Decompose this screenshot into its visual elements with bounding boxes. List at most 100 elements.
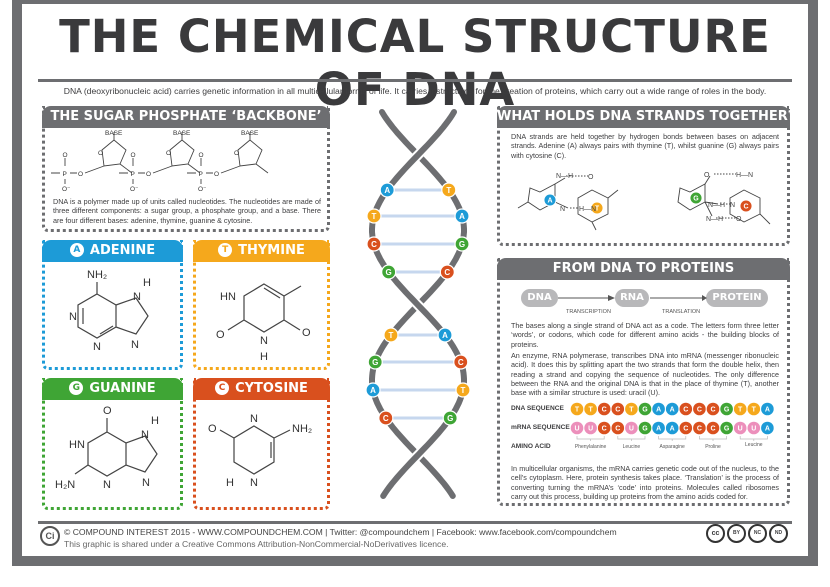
oxygen-atom: O	[63, 152, 68, 159]
atom: N	[730, 202, 735, 209]
base-letter: G	[372, 358, 378, 367]
dna-letter: G	[642, 407, 648, 414]
guanine-title: GUANINE	[89, 381, 156, 396]
dna-base	[611, 402, 625, 416]
pair-a: A	[547, 198, 552, 205]
mrna-letter: C	[697, 426, 702, 433]
mrna-letter: A	[765, 426, 770, 433]
cc-licence-badge[interactable]: cc BY NC ND	[706, 524, 788, 543]
dna-letter: C	[683, 407, 688, 414]
mrna-letter: G	[642, 426, 648, 433]
atom: O	[736, 216, 742, 223]
amino-acid: Asparagine	[660, 444, 686, 450]
dna-letter: C	[615, 407, 620, 414]
footer-licence: This graphic is shared under a Creative …	[64, 539, 449, 549]
atom: N	[142, 477, 150, 489]
sugar-phosphate-bond	[119, 132, 201, 184]
adenine-badge: A	[69, 243, 84, 257]
proteins-panel: FROM DNA TO PROTEINS DNA RNA PROTEIN TRA…	[497, 258, 790, 506]
base-letter: A	[370, 386, 376, 395]
phosphorus-atom: P	[131, 171, 135, 178]
intro-text: DNA (deoxyribonucleic acid) carries gene…	[63, 86, 767, 96]
footer-credits: © COMPOUND INTEREST 2015 - WWW.COMPOUNDC…	[64, 527, 617, 537]
page-title: THE CHEMICAL STRUCTURE OF DNA	[59, 10, 771, 116]
dna-base	[570, 402, 584, 416]
atom: N	[560, 206, 565, 213]
mrna-letter: G	[724, 426, 730, 433]
mrna-letter: U	[738, 426, 743, 433]
dna-letter: A	[670, 407, 675, 414]
dna-base	[652, 402, 665, 416]
proteins-text-1: The bases along a single strand of DNA a…	[511, 321, 779, 349]
atom: HN	[220, 291, 236, 303]
base-label: BASE	[105, 130, 123, 137]
atom: O	[302, 327, 311, 339]
atom: NH₂	[292, 423, 312, 435]
oxygen-atom: O⁻	[198, 186, 207, 193]
atom: N	[141, 429, 149, 441]
base-label: BASE	[241, 130, 259, 137]
by-icon: BY	[727, 524, 746, 543]
guanine-card: G GUANINE O HN H₂N N N H N	[42, 378, 183, 510]
codon-bracket	[739, 436, 768, 441]
backbone-header: THE SUGAR PHOSPHATE ‘BACKBONE’	[42, 106, 330, 128]
codon-bracket	[699, 436, 727, 441]
mrna-letter: C	[683, 426, 688, 433]
base-letter: T	[461, 386, 466, 395]
base-letter: A	[384, 186, 390, 195]
mrna-base	[584, 421, 597, 435]
atom: O	[208, 423, 217, 435]
pair-g: G	[693, 196, 699, 203]
oxygen-atom: O	[78, 171, 83, 178]
atom: O	[704, 172, 710, 179]
pair-c: C	[743, 204, 748, 211]
compound-interest-logo: Ci	[40, 526, 60, 546]
base-letter: C	[458, 358, 464, 367]
mrna-base	[665, 421, 679, 435]
mrna-base	[720, 421, 733, 435]
adenine-structure: NH₂ N N N H N	[69, 269, 151, 353]
oxygen-atom: O	[98, 150, 103, 157]
base-node	[439, 264, 455, 280]
mrna-letter: U	[751, 426, 756, 433]
transcription-label: TRANSCRIPTION	[566, 309, 611, 315]
dna-sequence-label: DNA SEQUENCE	[511, 405, 564, 412]
dna-letter: T	[588, 407, 593, 414]
base-letter: G	[459, 240, 465, 249]
cytosine-badge: C	[215, 381, 230, 395]
oxygen-atom: O	[146, 171, 151, 178]
oxygen-atom: O	[199, 152, 204, 159]
mrna-base	[570, 421, 584, 435]
dna-letter: T	[738, 407, 743, 414]
nc-icon: NC	[748, 524, 767, 543]
base-node	[442, 410, 458, 426]
dna-base	[638, 402, 652, 416]
oxygen-atom: O	[214, 171, 219, 178]
cytosine-structure: NH₂ N O N H	[208, 413, 312, 489]
adenine-title: ADENINE	[89, 243, 156, 258]
dna-letter: T	[752, 407, 757, 414]
base-letter: C	[371, 240, 377, 249]
atom: H	[260, 351, 268, 363]
codon-bracket	[617, 436, 646, 441]
phosphorus-atom: P	[63, 171, 67, 178]
mrna-letter: C	[615, 426, 620, 433]
mrna-letter: C	[710, 426, 715, 433]
mrna-letter: U	[629, 426, 634, 433]
backbone-text: DNA is a polymer made up of units called…	[53, 197, 321, 225]
base-letter: G	[447, 414, 453, 423]
base-letter: T	[389, 331, 394, 340]
atom: O	[216, 329, 225, 341]
mrna-letter: A	[656, 426, 661, 433]
adenine-header: A ADENINE	[42, 240, 183, 262]
codon-bracket	[576, 436, 605, 441]
dna-base	[584, 402, 597, 416]
amino-acid: Leucine	[623, 444, 641, 450]
dna-base	[597, 402, 611, 416]
strand-left	[369, 109, 467, 499]
guanine-badge: G	[69, 381, 84, 395]
atom: NH₂	[87, 269, 107, 281]
guanine-structure: O HN H₂N N N H N	[55, 405, 159, 491]
mrna-base	[638, 421, 652, 435]
atom: O	[103, 405, 112, 417]
